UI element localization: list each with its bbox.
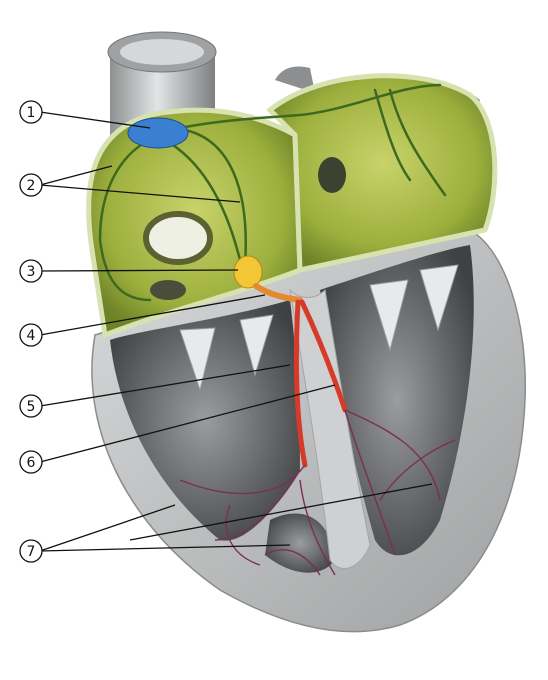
callout-2-label: 2	[27, 178, 36, 194]
callout-4-label: 4	[27, 328, 36, 344]
callout-1-label: 1	[27, 105, 36, 121]
coronary-sinus-opening	[150, 280, 186, 300]
callout-7-label: 7	[27, 544, 36, 560]
sa-node	[128, 118, 188, 148]
vena-cava-opening	[146, 214, 210, 262]
callout-2: 2	[20, 174, 42, 196]
callout-3-label: 3	[27, 264, 36, 280]
callout-5: 5	[20, 395, 42, 417]
callout-6-label: 6	[27, 455, 36, 471]
callout-4: 4	[20, 324, 42, 346]
pulmonary-vein-opening	[318, 157, 346, 193]
callout-5-label: 5	[27, 399, 36, 415]
callout-7: 7	[20, 540, 42, 562]
callout-1: 1	[20, 101, 42, 123]
callout-6: 6	[20, 451, 42, 473]
callout-3: 3	[20, 260, 42, 282]
av-node	[234, 256, 262, 288]
